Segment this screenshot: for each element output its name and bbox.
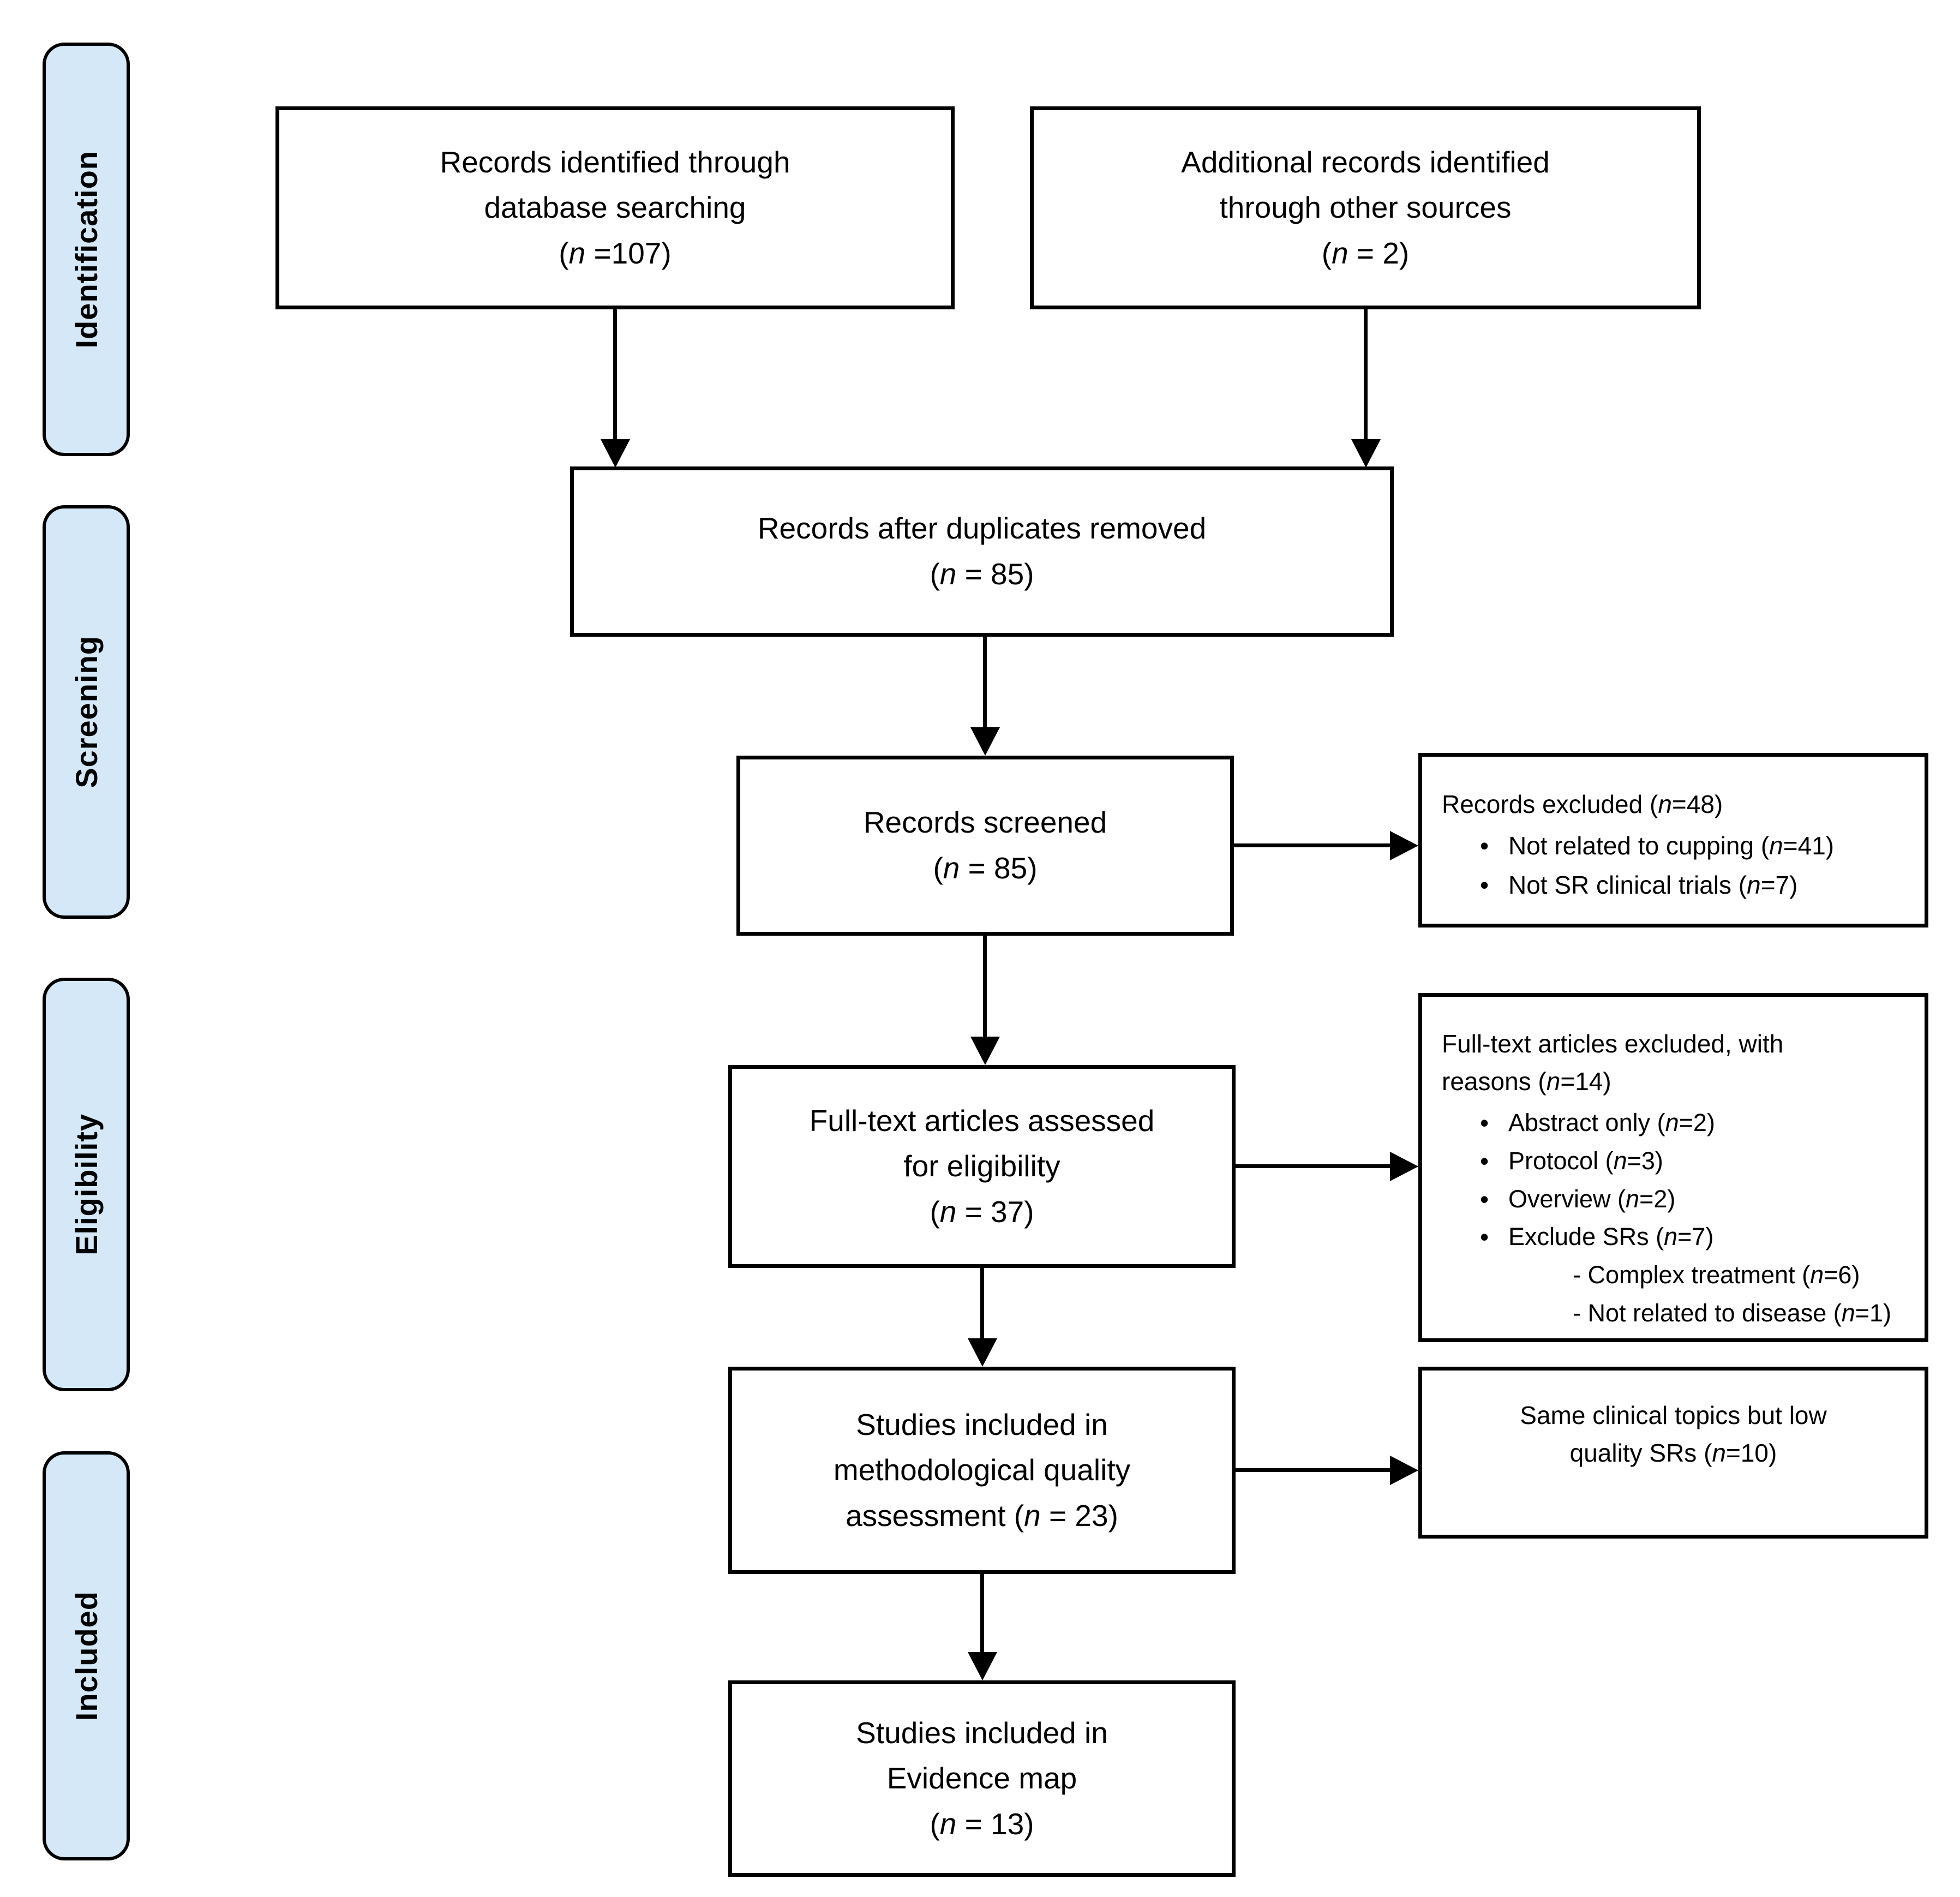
box-text-line: quality SRs (n=10) xyxy=(1569,1439,1777,1467)
box-text-line: through other sources xyxy=(1219,190,1512,225)
right-arrowhead-icon xyxy=(1390,1152,1418,1181)
box-text-line: Additional records identified xyxy=(1181,145,1550,179)
box-fulltext-assessed: Full-text articles assessed for eligibil… xyxy=(728,1065,1236,1268)
box-additional-records: Additional records identified through ot… xyxy=(1030,106,1701,309)
right-arrowhead-icon xyxy=(1390,831,1418,860)
excluded-reason-list: Not related to cupping (n=41) Not SR cli… xyxy=(1442,827,1834,905)
stage-included: Included xyxy=(43,1451,130,1860)
box-text-line: (n = 37) xyxy=(930,1194,1034,1229)
connector-fulltext-to-excluded xyxy=(1236,1164,1392,1168)
box-records-identified: Records identified through database sear… xyxy=(275,106,955,309)
stage-identification-label: Identification xyxy=(69,150,104,349)
stage-screening: Screening xyxy=(43,505,130,919)
fulltext-excluded-title: reasons (n=14) xyxy=(1442,1067,1611,1096)
box-text-line: database searching xyxy=(484,190,746,225)
box-text-line: (n = 85) xyxy=(930,557,1034,591)
connector-additional-to-dedup xyxy=(1364,309,1368,441)
box-text-line: Evidence map xyxy=(886,1761,1077,1796)
fulltext-excluded-reason-item: Exclude SRs (n=7) xyxy=(1480,1218,1715,1256)
connector-screened-to-excluded xyxy=(1234,843,1392,847)
box-records-excluded: Records excluded (n=48) Not related to c… xyxy=(1418,753,1928,927)
box-text-line: Studies included in xyxy=(856,1715,1108,1750)
excluded-reason-item: Not SR clinical trials (n=7) xyxy=(1480,866,1834,905)
down-arrowhead-icon xyxy=(970,727,1000,756)
stage-identification: Identification xyxy=(43,43,130,456)
box-text-line: (n =107) xyxy=(559,236,672,270)
box-low-quality-srs: Same clinical topics but low quality SRs… xyxy=(1418,1367,1928,1539)
box-records-screened: Records screened (n = 85) xyxy=(736,756,1234,936)
box-text-line: Full-text articles assessed xyxy=(809,1103,1155,1138)
fulltext-excluded-subreason: - Complex treatment (n=6) xyxy=(1573,1261,1860,1289)
fulltext-excluded-reason-list: Abstract only (n=2) Protocol (n=3) Overv… xyxy=(1442,1104,1715,1256)
excluded-reason-item: Not related to cupping (n=41) xyxy=(1480,827,1834,866)
fulltext-excluded-reason-item: Abstract only (n=2) xyxy=(1480,1104,1715,1142)
connector-quality-to-lowquality xyxy=(1236,1468,1392,1472)
stage-eligibility: Eligibility xyxy=(43,978,130,1391)
box-text-line: (n = 85) xyxy=(933,851,1038,885)
box-text-line: for eligibility xyxy=(903,1149,1060,1183)
box-evidence-map: Studies included in Evidence map (n = 13… xyxy=(728,1680,1236,1877)
box-quality-assessment: Studies included in methodological quali… xyxy=(728,1367,1236,1574)
down-arrowhead-icon xyxy=(1351,439,1381,468)
box-text-line: Records identified through xyxy=(440,145,790,179)
down-arrowhead-icon xyxy=(970,1037,1000,1065)
connector-screened-to-fulltext xyxy=(983,936,987,1038)
box-text-line: (n = 13) xyxy=(930,1806,1034,1841)
box-text-line: Same clinical topics but low xyxy=(1520,1401,1827,1429)
fulltext-excluded-subreason: - Not related to disease (n=1) xyxy=(1573,1298,1892,1327)
stage-eligibility-label: Eligibility xyxy=(69,1114,104,1255)
connector-identified-to-dedup xyxy=(613,309,617,441)
box-text-line: Records after duplicates removed xyxy=(757,511,1207,546)
fulltext-excluded-title: Full-text articles excluded, with xyxy=(1442,1030,1784,1058)
stage-screening-label: Screening xyxy=(69,636,104,788)
connector-dedup-to-screened xyxy=(983,637,987,729)
box-text-line: Records screened xyxy=(863,805,1107,840)
box-text-line: (n = 2) xyxy=(1321,236,1410,270)
connector-quality-to-evidence xyxy=(980,1574,984,1654)
box-duplicates-removed: Records after duplicates removed (n = 85… xyxy=(570,466,1394,637)
down-arrowhead-icon xyxy=(968,1338,997,1367)
box-text-line: assessment (n = 23) xyxy=(846,1498,1118,1533)
stage-included-label: Included xyxy=(69,1590,104,1721)
box-text-line: Studies included in xyxy=(856,1407,1108,1441)
connector-fulltext-to-quality xyxy=(980,1268,984,1340)
excluded-title: Records excluded (n=48) xyxy=(1442,790,1723,819)
box-text-line: methodological quality xyxy=(833,1453,1131,1487)
box-fulltext-excluded: Full-text articles excluded, with reason… xyxy=(1418,993,1928,1342)
down-arrowhead-icon xyxy=(968,1652,997,1680)
fulltext-excluded-reason-item: Overview (n=2) xyxy=(1480,1180,1715,1219)
fulltext-excluded-reason-item: Protocol (n=3) xyxy=(1480,1142,1715,1181)
down-arrowhead-icon xyxy=(601,439,630,468)
right-arrowhead-icon xyxy=(1390,1456,1418,1485)
